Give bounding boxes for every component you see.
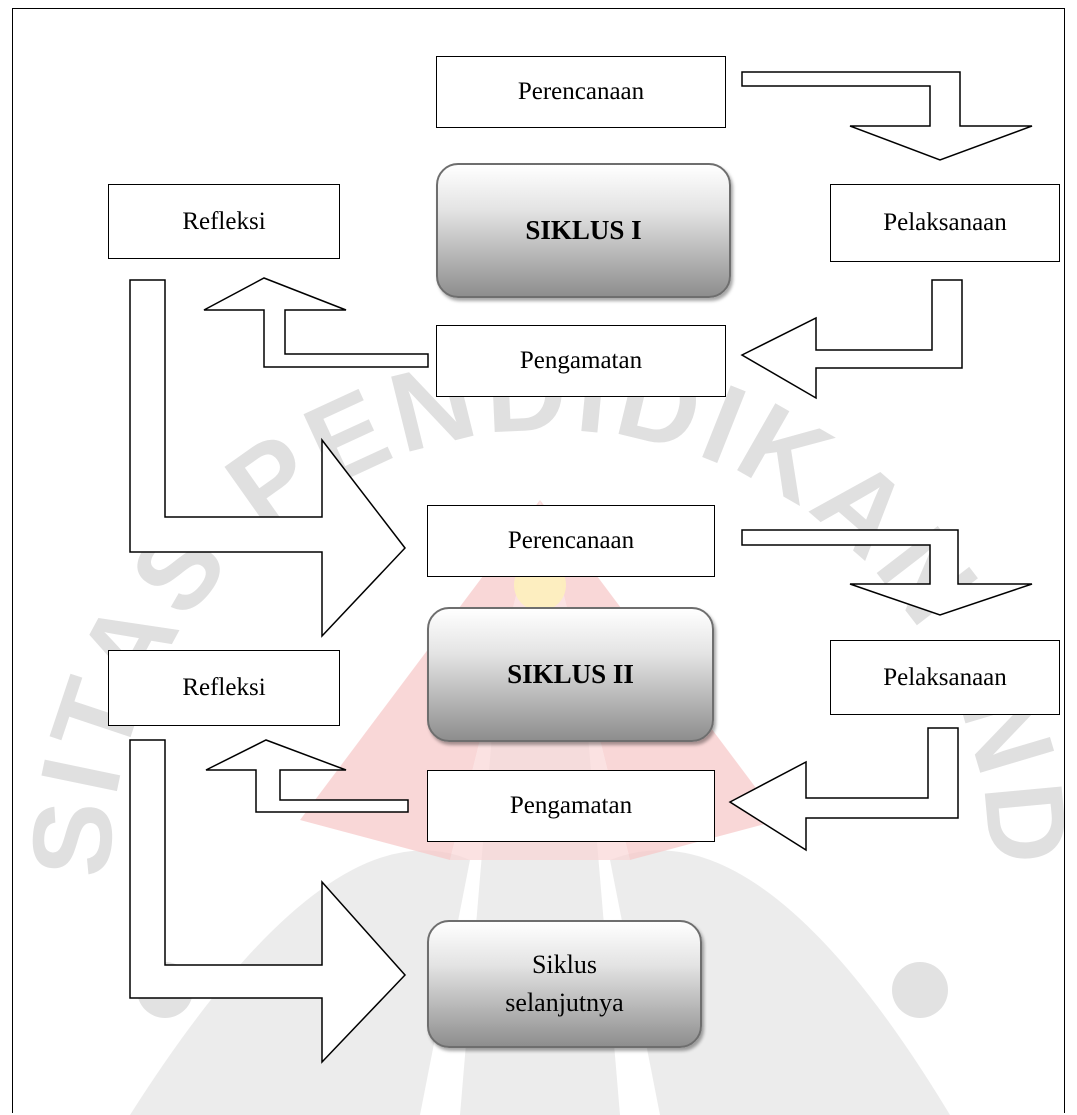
pengamatan-box-cycle1: Pengamatan xyxy=(436,325,726,397)
siklus-1-title: SIKLUS I xyxy=(525,215,642,245)
perencanaan-box-cycle1: Perencanaan xyxy=(436,56,726,128)
arrow-perencanaan1-to-pelaksanaan1 xyxy=(741,71,1033,161)
arrow-pelaksanaan2-to-pengamatan2 xyxy=(728,727,959,852)
pengamatan-label-cycle2: Pengamatan xyxy=(509,792,633,819)
perencanaan-label-cycle2: Perencanaan xyxy=(507,527,635,554)
siklus-1-node: SIKLUS I xyxy=(436,163,731,298)
pengamatan-label-cycle1: Pengamatan xyxy=(519,347,643,374)
refleksi-label-cycle2: Refleksi xyxy=(182,674,266,701)
perencanaan-label-cycle1: Perencanaan xyxy=(517,78,645,105)
perencanaan-box-cycle2: Perencanaan xyxy=(427,505,715,577)
siklus-selanjutnya-node: Siklus selanjutnya xyxy=(427,920,702,1048)
arrow-refleksi1-to-perencanaan2 xyxy=(129,279,406,638)
siklus-selanjutnya-label: Siklus selanjutnya xyxy=(505,950,624,1017)
pelaksanaan-box-cycle1: Pelaksanaan xyxy=(830,184,1060,262)
arrow-pengamatan2-to-refleksi2 xyxy=(205,739,409,813)
watermark-right-wing xyxy=(610,850,950,1115)
refleksi-box-cycle2: Refleksi xyxy=(108,650,340,726)
pelaksanaan-label-cycle1: Pelaksanaan xyxy=(883,209,1007,236)
arrow-refleksi2-to-siklus-selanjutnya xyxy=(129,739,407,1064)
pengamatan-box-cycle2: Pengamatan xyxy=(427,770,715,842)
pelaksanaan-label-cycle2: Pelaksanaan xyxy=(883,663,1007,691)
watermark-right-dot xyxy=(892,962,948,1018)
refleksi-label-cycle1: Refleksi xyxy=(182,207,266,235)
arrow-pelaksanaan1-to-pengamatan1 xyxy=(740,279,963,400)
refleksi-box-cycle1: Refleksi xyxy=(108,184,340,259)
arrow-perencanaan2-to-pelaksanaan2 xyxy=(741,529,1033,616)
pelaksanaan-box-cycle2: Pelaksanaan xyxy=(830,640,1060,715)
siklus-2-title: SIKLUS II xyxy=(507,659,634,689)
siklus-2-node: SIKLUS II xyxy=(427,607,714,742)
diagram-frame xyxy=(12,8,1065,1113)
arrow-pengamatan1-to-refleksi1 xyxy=(203,277,429,368)
watermark-red-left xyxy=(300,500,540,860)
